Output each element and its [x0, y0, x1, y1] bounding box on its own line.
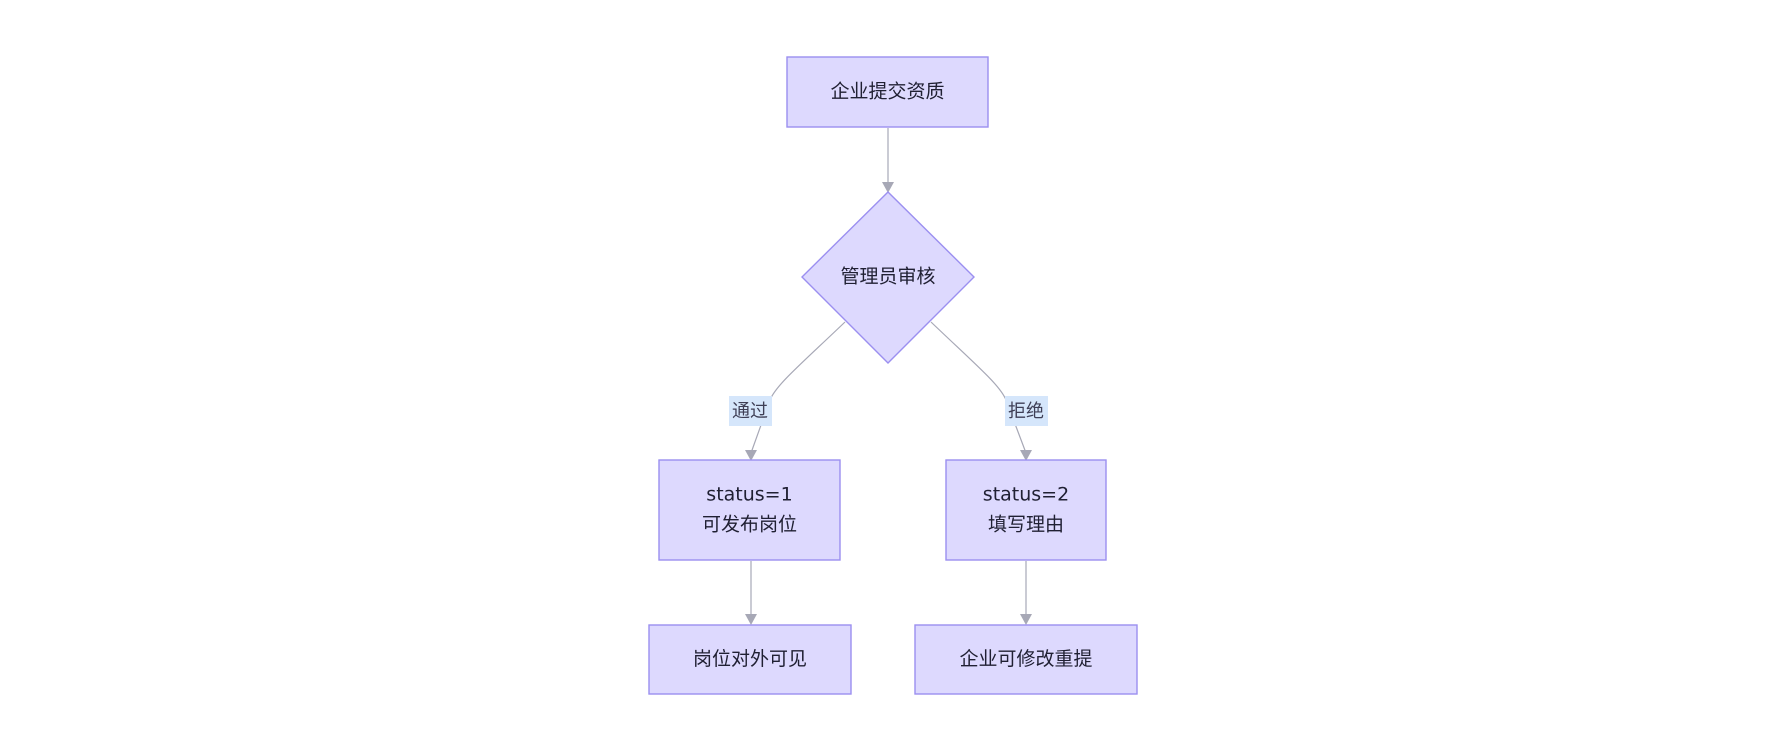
node-resubmit: 企业可修改重提: [914, 624, 1138, 695]
node-resubmit-label: 企业可修改重提: [959, 648, 1092, 670]
node-visible-label: 岗位对外可见: [693, 648, 807, 670]
node-approved-action: 可发布岗位: [702, 514, 797, 536]
node-approved-status: status=1: [706, 484, 792, 506]
node-rejected: status=2 填写理由: [945, 459, 1107, 561]
edges: [745, 128, 1032, 625]
edge-review-to-approved: [750, 321, 846, 454]
node-submit-label: 企业提交资质: [830, 81, 944, 103]
node-approved: status=1 可发布岗位: [658, 459, 841, 561]
edge-label-reject: 拒绝: [1005, 396, 1048, 426]
arrowhead-approved: [745, 450, 757, 461]
node-review-label: 管理员审核: [840, 266, 935, 288]
node-rejected-action: 填写理由: [988, 514, 1064, 536]
edge-label-pass-text: 通过: [732, 401, 768, 422]
arrowhead-review: [882, 182, 894, 193]
node-rejected-status: status=2: [983, 484, 1069, 506]
arrowhead-visible: [745, 614, 757, 625]
node-submit: 企业提交资质: [786, 56, 989, 128]
node-visible: 岗位对外可见: [648, 624, 852, 695]
edge-label-reject-text: 拒绝: [1008, 401, 1044, 422]
edge-review-to-rejected: [930, 321, 1027, 454]
arrowhead-rejected: [1020, 450, 1032, 461]
node-review-decision: 管理员审核: [801, 191, 975, 364]
edge-label-pass: 通过: [729, 396, 772, 426]
arrowhead-resubmit: [1020, 614, 1032, 625]
